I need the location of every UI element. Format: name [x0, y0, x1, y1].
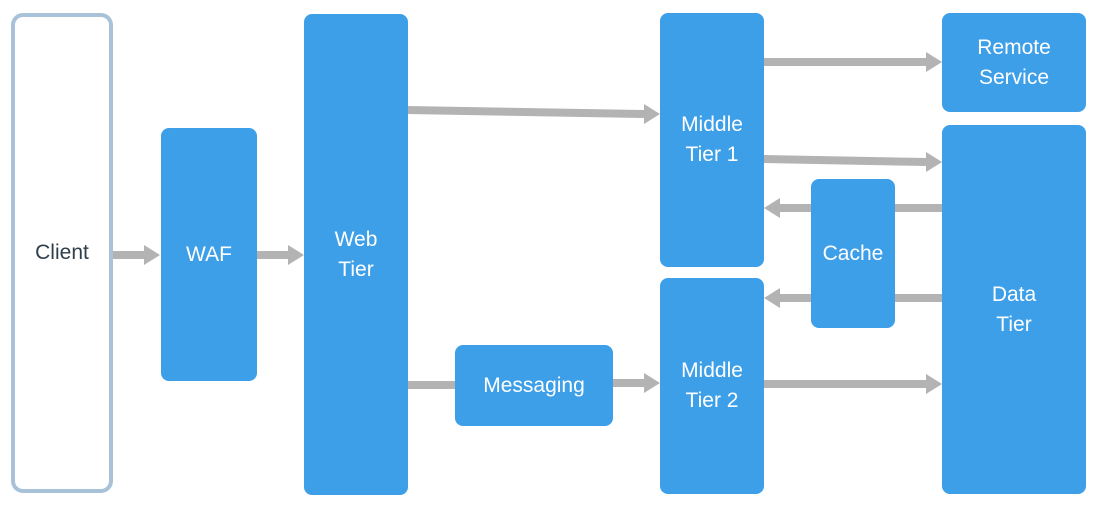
cache-node: Cache	[811, 179, 895, 328]
remote-service-label: Remote Service	[977, 35, 1051, 89]
arrow-waf-to-web-tier	[256, 245, 304, 265]
messaging-label: Messaging	[483, 373, 585, 397]
remote-service-node: Remote Service	[942, 13, 1086, 112]
client-node: Client	[11, 13, 113, 493]
arrow-messaging-to-middle-tier-2	[612, 373, 660, 393]
cache-label: Cache	[822, 241, 884, 265]
middle-tier-1-label: Middle Tier 1	[681, 113, 743, 166]
middle-tier-2-node: Middle Tier 2	[660, 278, 764, 494]
web-tier-label: Web Tier	[334, 227, 378, 281]
middle-tier-1-node: Middle Tier 1	[660, 13, 764, 267]
waf-node: WAF	[161, 128, 257, 381]
arrow-middle-tier-1-to-data-tier	[762, 152, 942, 172]
arrow-middle-tier-2-to-data-tier	[763, 374, 942, 394]
waf-label: WAF	[186, 242, 232, 266]
messaging-node: Messaging	[455, 345, 613, 426]
data-tier-label: Data Tier	[991, 282, 1037, 336]
arrow-middle-tier-1-to-remote-service	[763, 52, 942, 72]
client-label: Client	[35, 241, 89, 264]
arrow-web-tier-to-middle-tier-1	[406, 104, 660, 124]
arrow-client-to-waf	[112, 245, 160, 265]
data-tier-node: Data Tier	[942, 125, 1086, 494]
web-tier-node: Web Tier	[304, 14, 408, 495]
middle-tier-2-label: Middle Tier 2	[681, 359, 743, 412]
